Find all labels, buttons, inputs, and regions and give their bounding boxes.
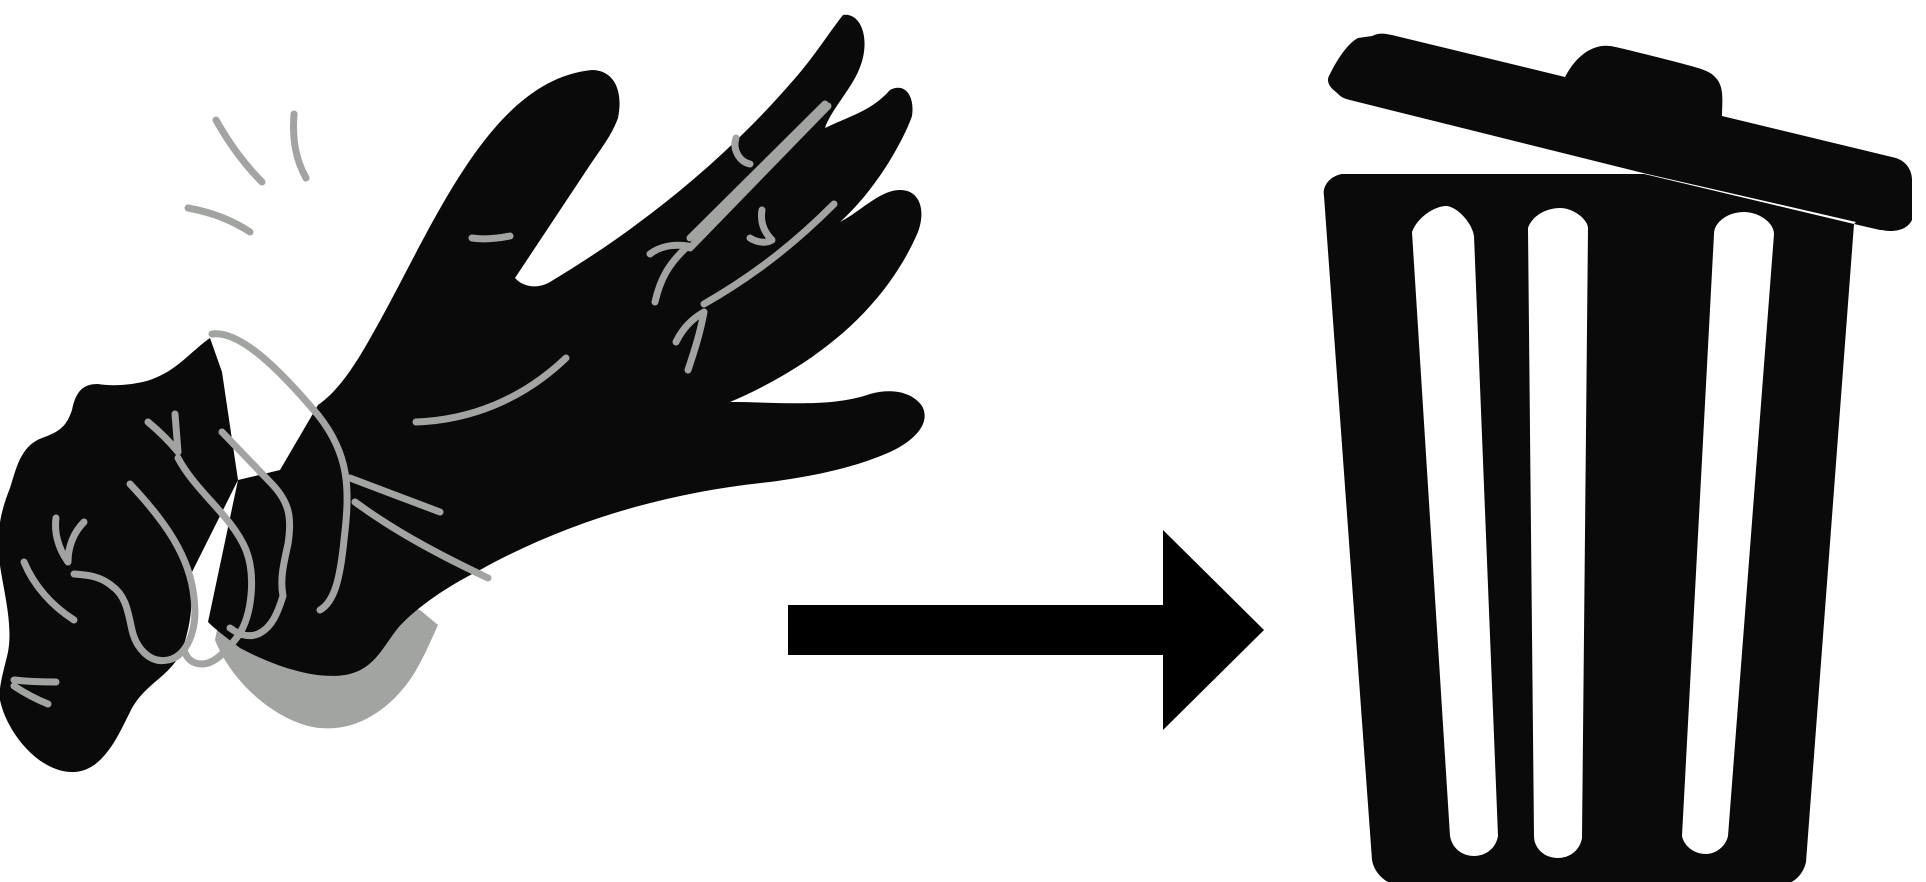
- right-arrow-icon: [788, 530, 1264, 730]
- motion-line-2: [294, 114, 307, 178]
- trash-bin-body[interactable]: [1324, 174, 1854, 882]
- motion-line-3: [188, 208, 250, 232]
- glove-removal-icon: [0, 15, 925, 772]
- gloved-fist-shape: [0, 338, 238, 772]
- wrinkle-1: [472, 236, 510, 239]
- trash-bin-icon: [1324, 34, 1912, 882]
- motion-line-1: [216, 120, 262, 182]
- arrow-shape: [788, 530, 1264, 730]
